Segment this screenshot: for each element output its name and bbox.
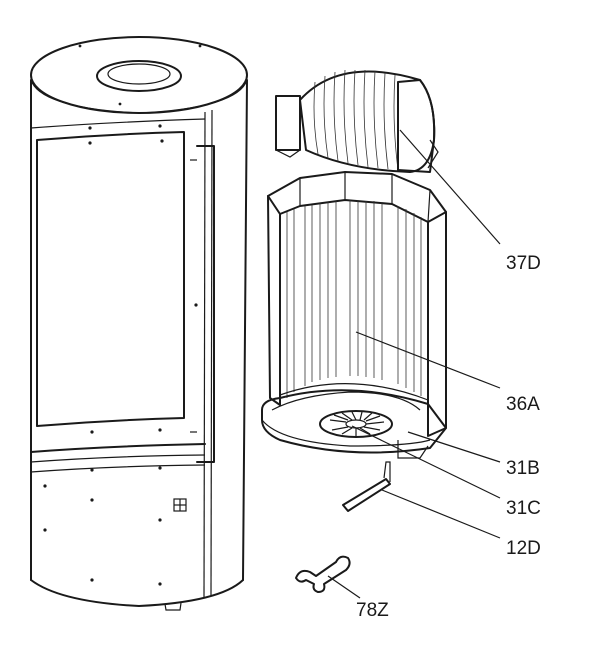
lever-bar [342, 478, 391, 512]
part-12D-lever [342, 461, 391, 512]
flue-collar-outer [96, 60, 182, 92]
liner-rim-joints [299, 172, 431, 223]
part-37D-baffle [275, 69, 439, 173]
flue-collar-inner [107, 63, 171, 85]
leader-31B [407, 431, 501, 463]
liner-left-wall [267, 195, 281, 406]
hearth-inner-rim [271, 391, 421, 411]
part-31C-grate [319, 410, 393, 438]
part-36A-firebox-liner [267, 171, 447, 437]
stove-body [30, 36, 248, 611]
stove-bottom [30, 579, 244, 607]
liner-right-wall [427, 211, 447, 437]
stove-top [30, 36, 248, 114]
stove-top-rim [30, 79, 248, 114]
body-rivets [43, 44, 202, 586]
lever-pin [383, 461, 391, 482]
baffle-end-tab [427, 139, 439, 169]
liner-ribs [286, 200, 422, 398]
stove-foot [164, 602, 182, 611]
lower-panel-top [30, 454, 206, 463]
label-37D: 37D [506, 253, 541, 274]
label-31B: 31B [506, 458, 540, 479]
door-window [36, 131, 185, 427]
grate-slots [329, 411, 385, 436]
stove-right-side [242, 79, 248, 581]
door-top-edge [30, 118, 206, 129]
grate-hub [345, 419, 367, 429]
baffle-back-plate [275, 95, 301, 151]
part-78Z-wrench [295, 555, 351, 593]
door-handle [196, 145, 215, 463]
liner-bottom-edge [279, 383, 429, 401]
leader-12D [381, 489, 501, 539]
label-31C: 31C [506, 498, 541, 519]
leader-78Z [327, 575, 361, 599]
baffle-end-cap [397, 79, 436, 173]
label-12D: 12D [506, 538, 541, 559]
lower-panel-line [30, 464, 206, 473]
hearth-tray [261, 389, 447, 454]
wrench-body [295, 555, 351, 593]
liner-top-rim [267, 171, 447, 223]
leader-31C [351, 425, 501, 499]
label-78Z: 78Z [356, 600, 389, 621]
grate-outer [319, 410, 393, 438]
door-bottom-edge [30, 443, 206, 453]
leader-36A [355, 331, 501, 389]
baffle-back-tab [275, 149, 301, 158]
side-panel-seam-2 [210, 109, 213, 597]
baffle-ribs [313, 69, 399, 171]
leader-lines [327, 129, 501, 599]
label-36A: 36A [506, 394, 540, 415]
hearth-front-lip [261, 419, 431, 447]
leader-37D [399, 129, 501, 245]
control-knob-icon [173, 498, 187, 512]
side-panel-seam [203, 111, 206, 599]
part-31B-hearth-base [261, 389, 447, 459]
